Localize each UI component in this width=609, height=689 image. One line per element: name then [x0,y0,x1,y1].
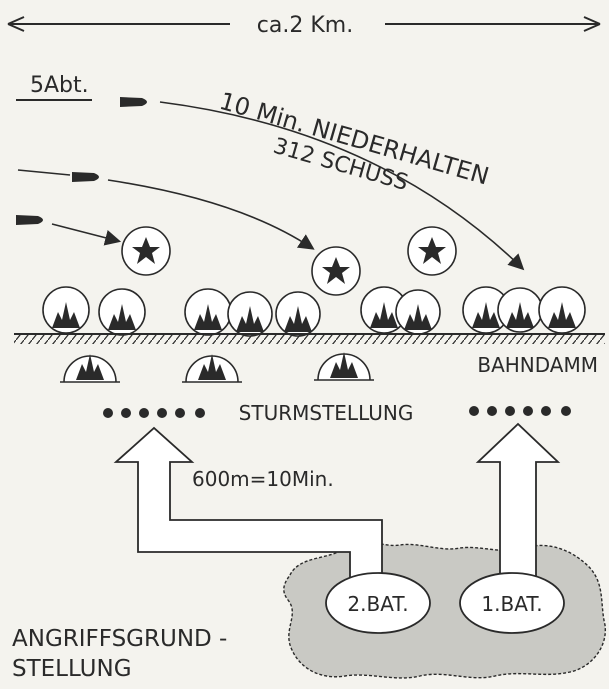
scale-label: ca.2 Km. [257,13,353,38]
ground-burst-icon [395,289,441,335]
ground-bursts-bottom [60,352,374,383]
trajectory-mid [107,179,315,250]
ground-burst-icon [184,288,232,336]
shell-trajectories [17,101,525,271]
ground-burst-icon [497,287,543,333]
ground-burst-icon [314,352,374,381]
advance-arrow-left [113,426,383,589]
trajectory-top [159,101,525,271]
artillery-label: 5Abt. [30,73,89,98]
assault-position-label: STURMSTELLUNG [239,401,414,425]
ground-burst-icon [42,286,90,334]
embankment [14,333,605,344]
assault-troops-left [103,408,205,418]
scale-arrow-left-icon [7,16,25,32]
artillery-shell-icon [72,172,99,182]
ground-burst-icon [98,288,146,336]
star-burst-icon [121,226,171,276]
ground-burst-icon [275,291,321,337]
ground-bursts-top [42,286,586,337]
artillery-shell-icon [16,215,43,225]
scale-arrow-right-icon [583,16,601,32]
ground-burst-icon [538,286,586,334]
ground-burst-icon [182,354,242,383]
battalion-1-label: 1.BAT. [481,592,542,616]
star-burst-icon [311,246,361,296]
ground-burst-icon [227,291,273,337]
trajectory-low [51,223,122,246]
star-burst-icon [407,226,457,276]
start-position-label-line1: ANGRIFFSGRUND - [12,626,227,652]
embankment-label: BAHNDAMM [477,353,598,377]
artillery-shell-icon [120,97,147,107]
advance-arrow-right [475,422,561,589]
assault-troops-right [469,406,571,416]
ground-burst-icon [60,354,120,383]
airborne-bursts [121,226,457,296]
battalion-1: 1.BAT. [459,572,565,634]
trajectory-mid-tail [17,169,71,176]
advance-rate-label: 600m=10Min. [192,467,334,491]
start-position-label-line2: STELLUNG [12,656,132,682]
battalion-2-label: 2.BAT. [347,592,408,616]
scale-bar: ca.2 Km. [7,13,601,38]
battalion-2: 2.BAT. [325,572,431,634]
